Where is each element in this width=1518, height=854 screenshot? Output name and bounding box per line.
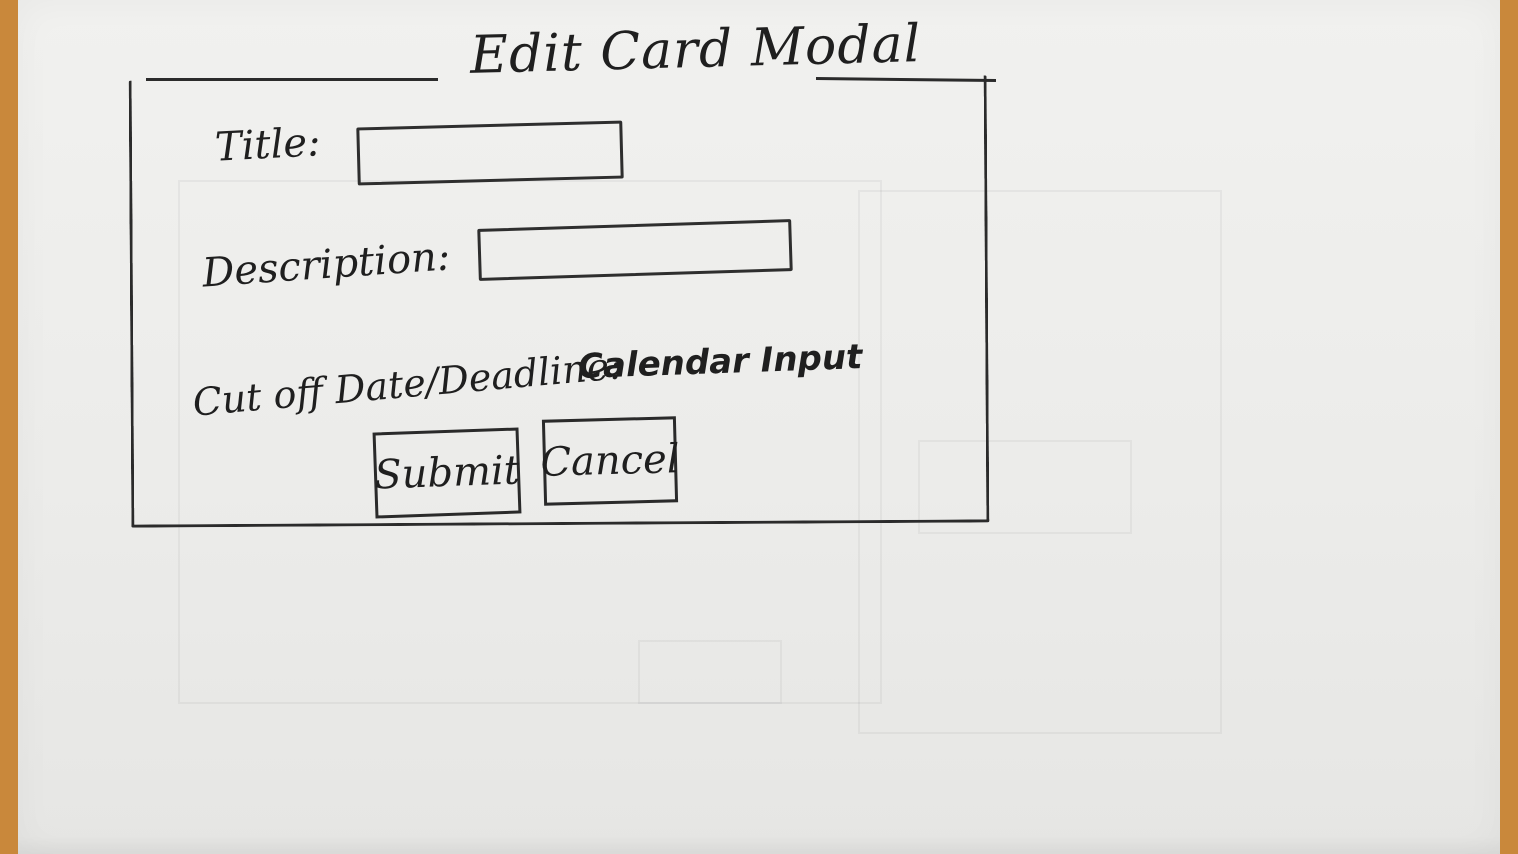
bleed-through-box (178, 180, 882, 704)
modal-title: Edit Card Modal (469, 14, 922, 86)
description-input[interactable] (477, 219, 793, 281)
bleed-through-box (918, 440, 1132, 534)
bleed-through-box (858, 190, 1222, 734)
bleed-through-box (638, 640, 782, 704)
title-label: Title: (213, 119, 322, 171)
cancel-button[interactable]: Cancel (540, 416, 680, 506)
modal-top-border-left (146, 78, 438, 81)
paper-sheet (18, 0, 1500, 854)
paper-shadow (18, 836, 1500, 854)
title-input[interactable] (356, 120, 624, 186)
submit-button[interactable]: Submit (372, 427, 522, 519)
